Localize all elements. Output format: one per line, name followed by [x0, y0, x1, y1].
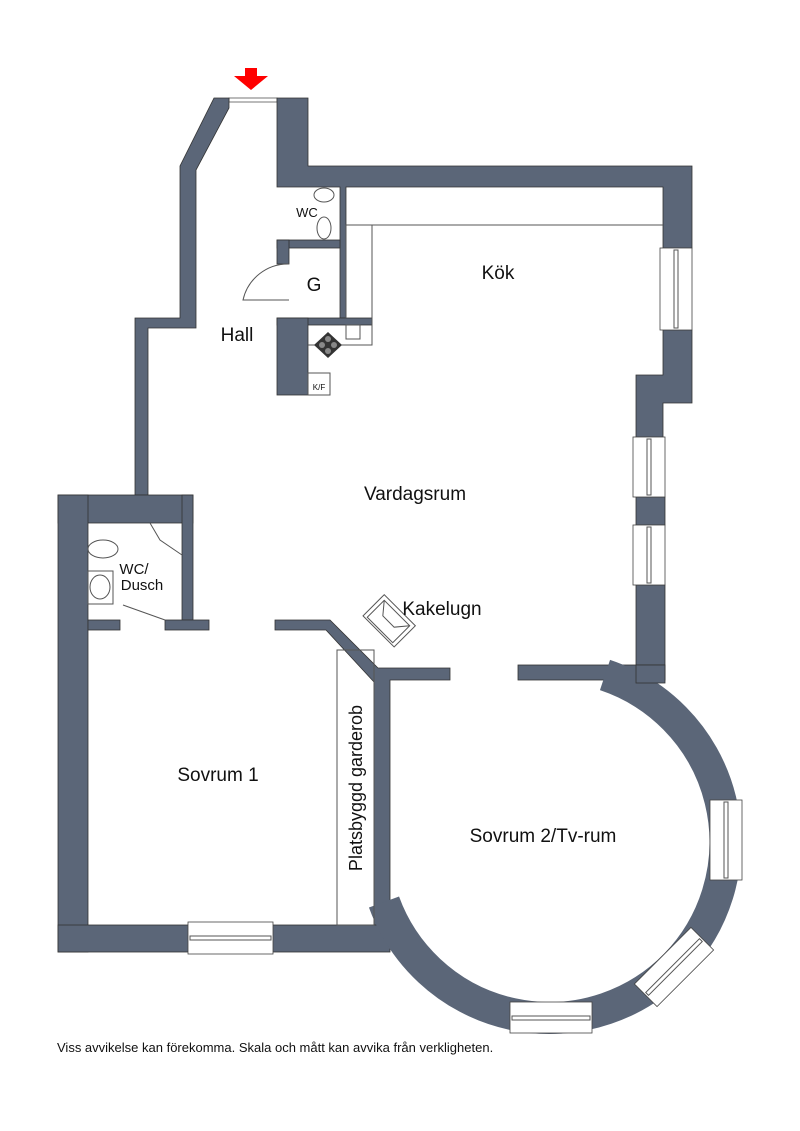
room-label-bathroom-1: WC/	[119, 561, 149, 578]
bath-sink-icon	[89, 574, 111, 600]
window	[633, 926, 715, 1008]
walls	[57, 97, 742, 1034]
room-label-wc: WC	[296, 205, 318, 220]
sink-icon	[345, 324, 361, 340]
fridge-label: K/F	[313, 383, 326, 392]
window	[187, 921, 274, 955]
window	[709, 799, 743, 881]
window	[509, 1001, 593, 1034]
window	[659, 247, 693, 331]
toilet-icon	[87, 539, 119, 559]
room-label-bedroom1: Sovrum 1	[177, 765, 258, 786]
toilet-icon	[316, 216, 332, 240]
wc-sink-icon	[313, 187, 335, 203]
windows	[187, 247, 743, 1034]
tiled-stove-icon	[362, 593, 417, 648]
window	[632, 524, 666, 586]
entrance-arrow-icon	[234, 68, 268, 90]
tiled-stove-label: Kakelugn	[402, 599, 481, 620]
room-label-bedroom2: Sovrum 2/Tv-rum	[470, 826, 617, 847]
fixtures	[87, 187, 663, 926]
room-label-bathroom-2: Dusch	[121, 577, 164, 594]
room-label-closet: G	[307, 275, 322, 296]
room-label-hall: Hall	[221, 325, 254, 346]
door-swing	[242, 263, 290, 301]
room-label-living-room: Vardagsrum	[364, 484, 466, 505]
window	[632, 436, 666, 498]
disclaimer: Viss avvikelse kan förekomma. Skala och …	[57, 1040, 494, 1055]
room-label-kitchen: Kök	[482, 263, 515, 284]
wardrobe-label: Platsbyggd garderob	[346, 705, 366, 871]
stove-icon	[314, 332, 342, 358]
entrance-door	[228, 97, 278, 103]
